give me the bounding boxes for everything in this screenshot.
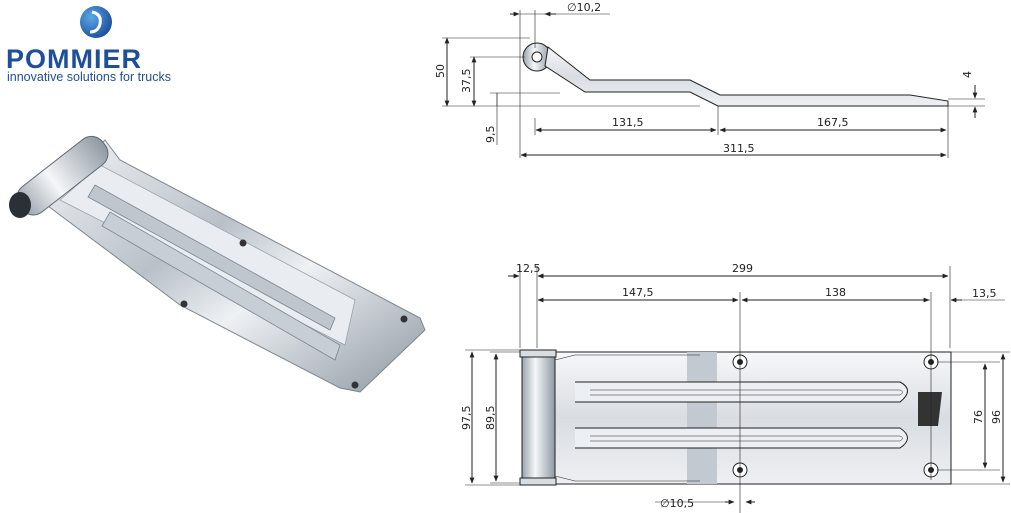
top-dim-hole-spacing-a: 147,5 [622,286,654,299]
brand-name: POMMIER [6,44,143,74]
top-dim-hole-pitch: 76 [972,410,985,424]
top-dim-knuckle-offset: 12,5 [516,262,541,275]
top-dim-overall-width: 97,5 [460,406,473,431]
top-dim-knuckle-length: 89,5 [484,406,497,431]
side-dim-total-length: 311,5 [723,142,755,155]
top-dim-hole-spacing-b: 138 [825,286,846,299]
side-dim-segment-a: 131,5 [612,116,644,129]
top-dim-total-length: 299 [732,262,753,275]
side-view [442,10,985,158]
brand-tagline: innovative solutions for trucks [7,70,171,84]
top-dim-plate-width: 96 [990,410,1003,424]
side-dim-pivot-offset: 9,5 [484,126,497,144]
side-dim-segment-b: 167,5 [817,116,849,129]
side-dim-pivot-height: 37,5 [460,69,473,94]
top-dim-hole-diameter: ∅10,5 [660,497,694,510]
brand-globe-icon [80,6,112,38]
top-view [465,266,1010,513]
side-dim-hole-diameter: ∅10,2 [567,1,601,14]
hinge-photo [9,135,426,393]
side-dim-total-height: 50 [434,64,447,78]
top-dim-end-margin: 13,5 [972,287,997,300]
side-dim-thickness: 4 [961,71,974,78]
